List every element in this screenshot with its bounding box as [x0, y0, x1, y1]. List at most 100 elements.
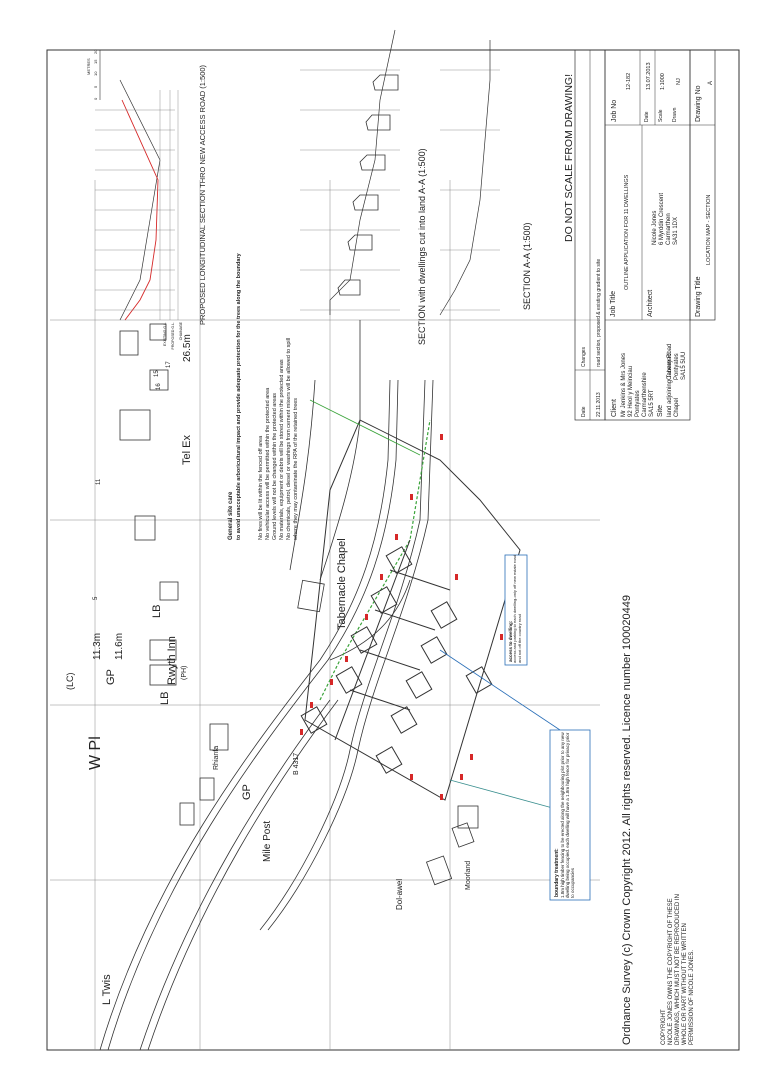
label-tel-ex: Tel Ex: [181, 435, 193, 465]
drawing-no-label: Drawing No: [695, 85, 702, 122]
copyright-line-4: WHOLE OR PART WITHOUT THE WRITTEN: [682, 923, 688, 1045]
site-care-title: General site care: [228, 491, 234, 540]
label-moorland: Moorland: [465, 861, 472, 890]
site-line-1: land adjoining Tabernacl: [667, 352, 673, 417]
changes-value: road section, proposed & existing gradie…: [596, 259, 602, 367]
site-care-line-6: where they may contaminate the RPA of th…: [293, 398, 299, 541]
job-title-value: OUTLINE APPLICATION FOR 11 DWELLINGS: [624, 174, 630, 290]
label-rhianfa: Rhianfa: [213, 746, 220, 770]
client-line-3: Pontyates: [635, 390, 641, 417]
house-number-16: 16: [156, 383, 162, 390]
label-level-265: 26.5m: [182, 334, 193, 362]
label-tabernacle: Tabernacle Chapel: [336, 538, 348, 630]
label-gp-2: GP: [105, 669, 117, 685]
title-block: Date 22.11.2013 Changes road section, pr…: [574, 49, 716, 421]
label-ph: (PH): [181, 666, 188, 680]
boundary-note-body: 1.8m high timber fencing to be erected a…: [560, 732, 575, 898]
architect-label: Architect: [647, 290, 654, 317]
drawing-title-label: Drawing Title: [695, 276, 702, 317]
scale-label: Scale: [658, 109, 664, 122]
site-line-5: SA15 5UU: [681, 352, 687, 380]
longitudinal-section: EXISTING G.L. PROPOSED G.L. CHAINAGE MET…: [86, 49, 207, 350]
label-b-road: B 4317: [293, 753, 300, 775]
label-lb-2: LB: [151, 605, 163, 618]
date2-value: 13.07.2013: [646, 62, 652, 90]
sections-area: EXISTING G.L. PROPOSED G.L. CHAINAGE MET…: [86, 29, 575, 350]
label-w-pl: W Pl: [87, 736, 104, 770]
copyright-line-5: PERMISSION OF NICOLE JONES.: [689, 950, 695, 1045]
longitudinal-section-title: PROPOSED LONGITUDINAL SECTION THRO NEW A…: [198, 64, 207, 325]
dwellings-section: SECTION with dwellings cut into land A-A…: [300, 29, 427, 345]
label-gp-1: GP: [241, 784, 253, 800]
house-number-17: 17: [166, 361, 172, 368]
site-line-2: Chapel: [674, 398, 680, 417]
site-boundary: [304, 419, 521, 801]
drawn-value: NJ: [676, 78, 682, 85]
changes-label: Changes: [581, 346, 587, 367]
row-label-proposed: PROPOSED G.L.: [171, 322, 175, 349]
site-care-subtitle: to avoid unacceptable arboricultural imp…: [236, 252, 242, 540]
label-l-twis: L Twis: [101, 974, 113, 1005]
job-title-label: Job Title: [610, 291, 617, 317]
house-number-15: 15: [154, 370, 160, 377]
copyright-line-2: NICOLE JONES OWNS THE COPYRIGHT OF THESE: [668, 898, 674, 1045]
drawing-title-value: LOCATION MAP - SECTION: [706, 195, 712, 265]
site-care-line-4: No materials, equipment or debris will b…: [279, 359, 285, 540]
copyright-line-3: DRAWINGS, WHICH MUST NOT BE REPRODUCED I…: [675, 894, 681, 1045]
client-line-1: Mr Jenkins & Mrs Jones: [621, 353, 627, 417]
site-line-3: Carway Road: [667, 344, 673, 380]
site-line-4: Pontyates: [674, 353, 680, 380]
house-number-5: 5: [93, 596, 99, 600]
access-note: access to dwelling: access and parking t…: [504, 554, 528, 666]
drawn-label: Drawn: [672, 107, 678, 122]
section-aa: SECTION A-A (1:500): [439, 40, 532, 316]
new-estate-road: [334, 539, 451, 741]
access-note-body: access and parking to each dwelling-only…: [513, 555, 522, 663]
tree-protection-line: [319, 419, 431, 701]
house-number-11: 11: [96, 478, 102, 485]
job-no-value: 12-182: [626, 73, 632, 90]
label-mile-post: Mile Post: [262, 821, 273, 862]
site-care-line-2: No vehicular access will be permitted wi…: [265, 387, 271, 540]
changes-date-value: 22.11.2013: [596, 392, 602, 417]
ordnance-survey-line: Ordnance Survey (c) Crown Copyright 2012…: [621, 595, 633, 1045]
do-not-scale-warning: DO NOT SCALE FROM DRAWING!: [563, 74, 575, 242]
sheet-border: [46, 49, 740, 1051]
boundary-note-title: boundary treatment:: [554, 848, 560, 897]
scale-value: 1:1000: [660, 73, 666, 90]
label-lc: (LC): [65, 672, 75, 690]
boundary-note: boundary treatment: 1.8m high timber fen…: [549, 729, 591, 901]
job-no-label: Job No: [611, 100, 618, 122]
site-care-line-3: Ground levels will not be changed within…: [272, 393, 278, 540]
copyright-line-1: COPYRIGHT: [661, 1009, 667, 1045]
changes-date-label: Date: [581, 406, 587, 417]
proposed-dwellings: [300, 546, 493, 774]
site-care-line-1: No fires will be lit within the fenced o…: [258, 435, 264, 540]
client-line-2: 92 Heol y Meinciau: [628, 366, 634, 417]
client-label: Client: [611, 399, 618, 417]
label-level-116: 11.6m: [114, 633, 125, 660]
metres-scale-bar: 0 5 10 15 20: [93, 49, 101, 100]
drawing-no-value: A: [708, 81, 714, 85]
site-care-line-5: No chemicals, petrol, diesel or washings…: [286, 338, 292, 540]
date2-label: Date: [644, 111, 650, 122]
site-care-note: General site care to avoid unacceptable …: [228, 252, 299, 541]
metres-label: METRES: [86, 58, 91, 75]
access-note-title: access to dwelling:: [508, 620, 513, 662]
row-label-existing: EXISTING G.L.: [163, 322, 167, 346]
client-line-5: SA15 5RT: [649, 389, 655, 417]
scale-tick-10: 10: [93, 71, 98, 76]
section-aa-title: SECTION A-A (1:500): [522, 222, 532, 310]
site-location-map: L Twis W Pl GP GP LB LB (LC) 11.3m 11.6m…: [50, 180, 600, 1051]
scale-tick-20: 20: [93, 49, 98, 54]
copyright-notice: COPYRIGHT NICOLE JONES OWNS THE COPYRIGH…: [661, 894, 695, 1045]
architect-line-4: SA31 1DX: [673, 217, 679, 245]
scale-tick-5: 5: [93, 85, 98, 88]
label-level-113: 11.3m: [92, 633, 103, 660]
architect-line-1: Nicole Jones: [652, 211, 658, 245]
label-lb-1: LB: [159, 692, 171, 705]
dwellings-section-title: SECTION with dwellings cut into land A-A…: [417, 148, 427, 345]
architect-line-3: Carmarthen: [666, 213, 672, 245]
architect-line-2: 6 Myrddin Crescent: [659, 193, 665, 245]
